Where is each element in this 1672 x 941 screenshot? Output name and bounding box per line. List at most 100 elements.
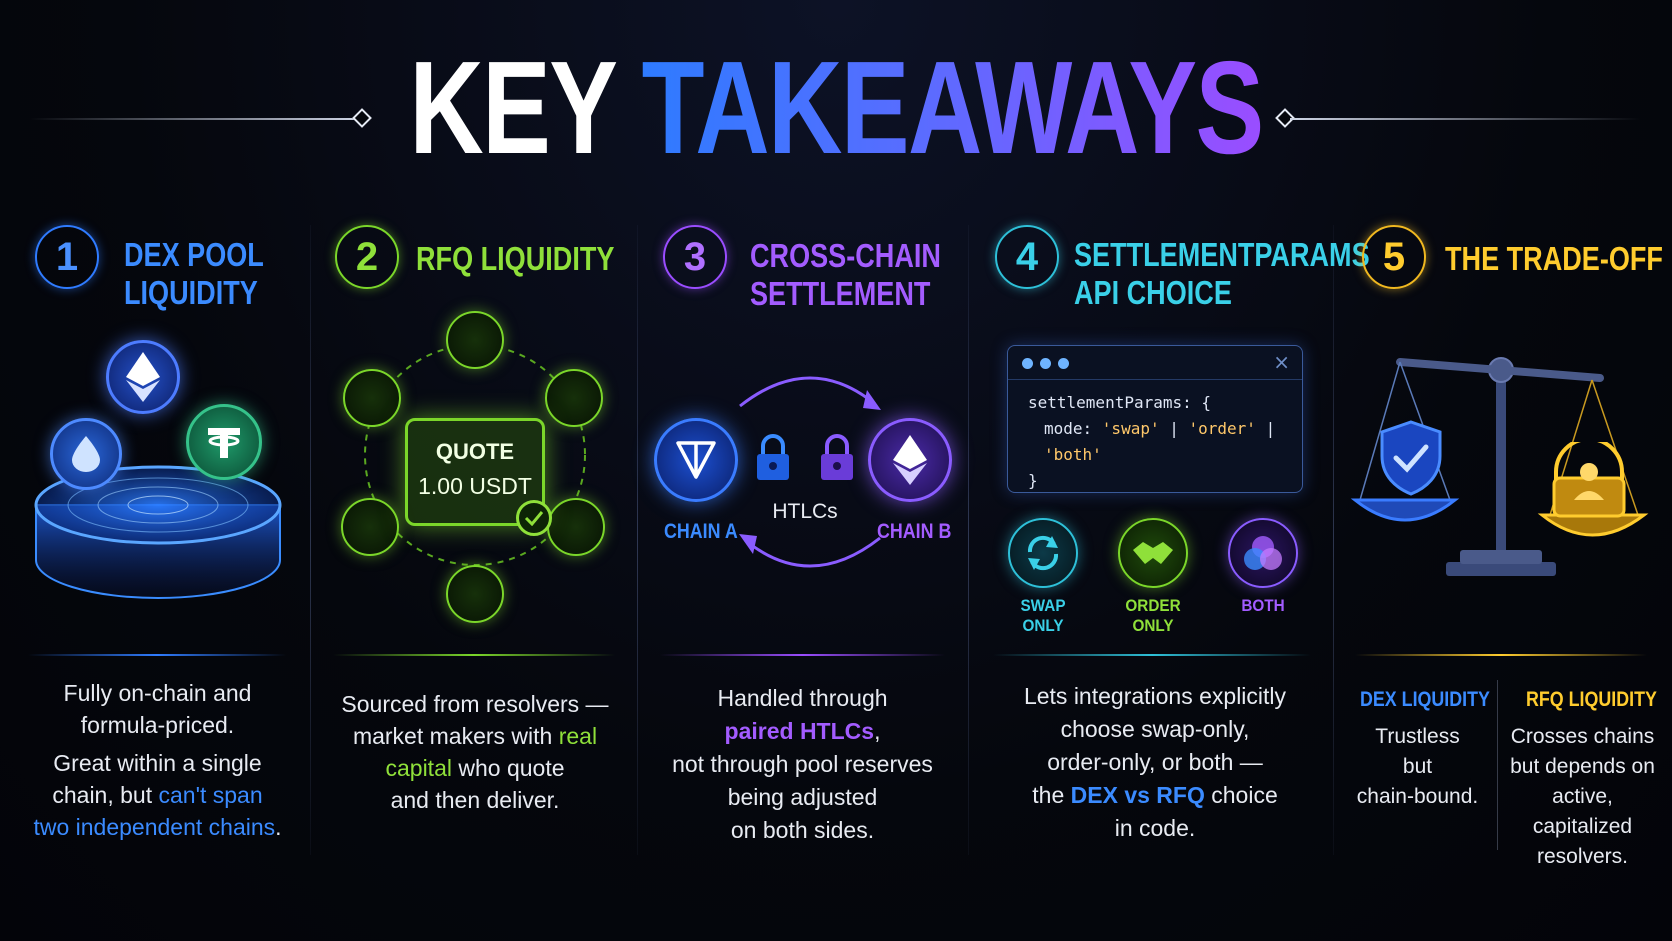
body-text: choose swap-only, [1060,716,1250,742]
code-separator: | [1255,419,1276,438]
card-title: RFQ LIQUIDITY [416,240,614,278]
step-number-3: 3 [663,225,727,289]
card-title: CROSS-CHAIN SETTLEMENT [750,237,941,313]
code-block: settlementParams: { mode: 'swap' | 'orde… [1008,380,1302,494]
water-drop-icon [50,418,122,490]
card-title-line1: DEX POOL [124,236,264,273]
code-line: settlementParams: { [1028,393,1212,412]
htlc-label: HTLCs [772,500,838,523]
title-word-takeaways: TAKEAWAYS [641,34,1265,181]
handshake-icon [1118,518,1188,588]
lock-icon [821,434,853,480]
card-title-line2: SETTLEMENT [750,275,931,312]
card-title-line1: RFQ LIQUIDITY [416,240,615,277]
ton-chain-icon [654,418,738,502]
body-text: , [874,718,881,744]
window-dot-icon [1022,358,1033,369]
lock-icon [757,434,789,480]
ethereum-icon [106,340,180,414]
code-string: 'order' [1188,419,1256,438]
header-rule-left [30,118,360,120]
body-text: formula-priced. [80,712,235,738]
resolver-icon [545,369,603,427]
highlight-text: two independent chains [33,814,276,840]
body-text: Fully on-chain and [63,680,252,706]
step-number-5: 5 [1362,225,1426,289]
resolver-icon [341,498,399,556]
body-text: market makers with [352,723,559,749]
header-rule-right [1290,118,1640,120]
code-string: 'both' [1044,445,1102,464]
body-text: on both sides. [730,817,875,843]
close-icon[interactable]: × [1273,350,1290,374]
body-text: choice [1204,782,1278,808]
card-divider [993,654,1311,656]
step-number-1: 1 [35,225,99,289]
body-text: being adjusted [727,784,878,810]
card-divider [660,654,945,656]
body-text: chain, but [52,782,159,808]
card-title: DEX POOL LIQUIDITY [124,236,264,312]
option-label-both: BOTH [1241,596,1285,615]
dex-liquidity-label: DEX LIQUIDITY [1360,688,1490,711]
highlight-text: real [558,723,598,749]
code-window-titlebar: × [1008,346,1302,380]
body-text: order-only, or both — [1047,749,1263,775]
column-separator [310,225,311,855]
arrow-bottom-icon [739,534,881,568]
check-icon [516,500,552,536]
card-divider [1355,654,1647,656]
highlight-text: capital [385,755,452,781]
quote-value: 1.00 USDT [418,473,532,499]
quote-label: QUOTE [435,439,515,464]
arrow-top-icon [739,376,881,410]
split-divider [1497,680,1498,850]
shield-check-icon [1380,420,1442,496]
card-divider [333,654,615,656]
resolver-icon [446,311,504,369]
highlight-text: can't span [158,782,263,808]
window-dot-icon [1058,358,1069,369]
chain-a-label: CHAIN A [664,520,738,543]
body-text: who quote [451,755,565,781]
rfq-liquidity-label: RFQ LIQUIDITY [1526,688,1657,711]
resolver-icon [446,565,504,623]
column-separator [637,225,638,855]
card-body: Handled through paired HTLCs, not throug… [650,682,955,847]
highlight-text: paired HTLCs [724,718,875,744]
card-title-line2: LIQUIDITY [124,274,258,311]
tether-icon [186,404,262,480]
code-line: } [1028,471,1038,490]
card-title-line1: SETTLEMENTPARAMS [1074,236,1370,273]
body-text: Handled through [717,685,888,711]
body-text: Lets integrations explicitly [1023,683,1287,709]
resolver-icon [343,369,401,427]
highlight-text: DEX vs RFQ [1070,782,1205,808]
body-text: Sourced from resolvers — [341,691,609,717]
balance-scale-icon [1350,357,1649,576]
card-title-line1: CROSS-CHAIN [750,237,941,274]
card-body: Sourced from resolvers — market makers w… [325,688,625,816]
window-dot-icon [1040,358,1051,369]
body-text: not through pool reserves [672,751,933,777]
step-number-4: 4 [995,225,1059,289]
ethereum-icon [868,418,952,502]
page-title: KEY TAKEAWAYS [184,38,1488,178]
code-string: 'swap' [1101,419,1160,438]
resolver-icon [547,498,605,556]
body-text: the [1032,782,1071,808]
card-body: Fully on-chain and formula-priced. Great … [20,677,295,849]
title-word-key: KEY [409,34,616,181]
column-separator [1333,225,1334,855]
body-text: Great within a single [53,750,262,776]
step-number-2: 2 [335,225,399,289]
card-title: THE TRADE-OFF [1445,240,1663,278]
resolver-lock-icon [1552,442,1626,518]
card-title-line2: API CHOICE [1074,274,1232,311]
column-separator [968,225,969,855]
code-line: mode: 'swap' | 'order' | 'both' [1028,416,1302,468]
card-body: Lets integrations explicitly choose swap… [990,680,1320,845]
body-text: and then deliver. [390,787,560,813]
